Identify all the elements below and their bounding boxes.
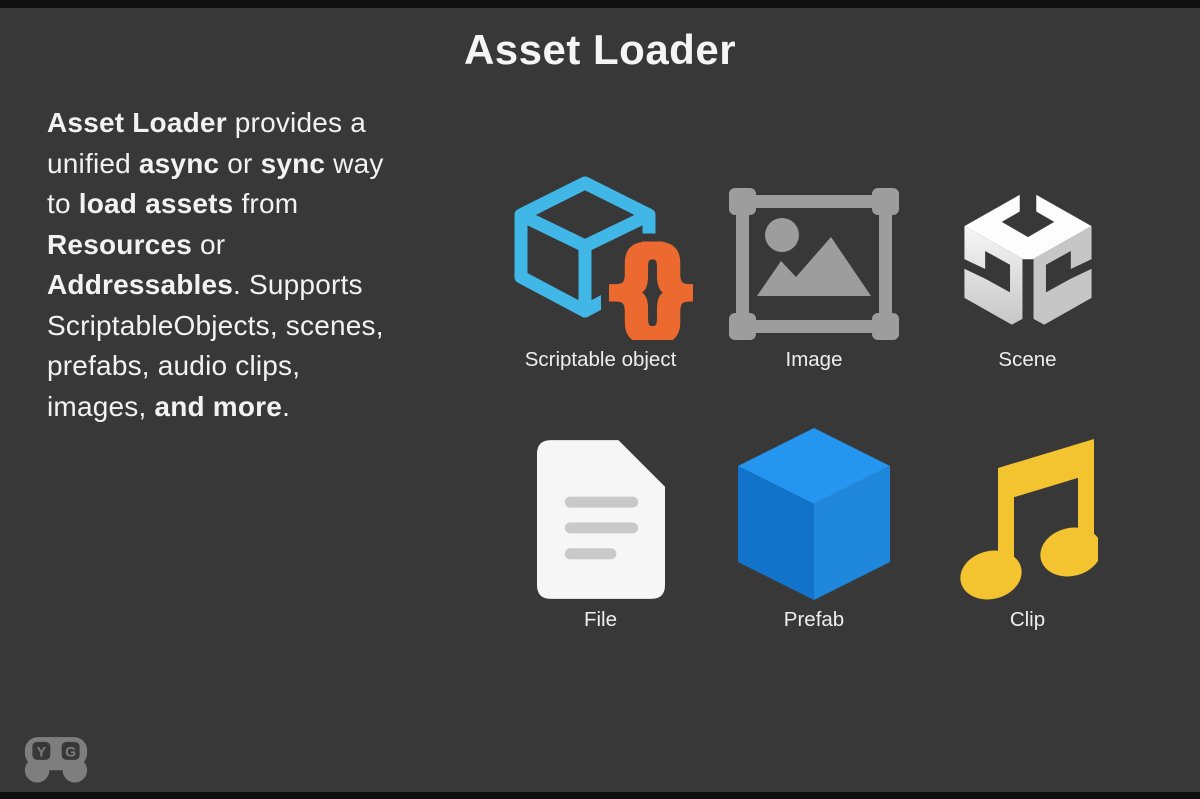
asset-label: File (583, 608, 618, 631)
asset-cell-scene: Scene (921, 168, 1134, 374)
icon-box (708, 424, 921, 600)
unity-scene-icon (961, 184, 1094, 338)
logo-letter-g: G (65, 745, 76, 761)
asset-cell-prefab: Prefab (708, 424, 921, 634)
asset-label: Scriptable object (524, 348, 677, 371)
svg-text:}: } (631, 227, 692, 340)
svg-text:{: { (598, 227, 672, 340)
file-icon (536, 440, 666, 599)
icon-box: { } { } (494, 168, 707, 340)
asset-type-grid: { } { } Scriptable object (494, 168, 1134, 634)
icon-box (708, 168, 921, 340)
svg-text:}: } (631, 227, 692, 340)
asset-cell-clip: Clip (921, 424, 1134, 634)
prefab-cube-icon (738, 428, 890, 600)
asset-row-1: { } { } Scriptable object (494, 168, 1134, 374)
icon-box (494, 424, 707, 600)
icon-box (921, 168, 1134, 340)
gamepad-icon: Y G (24, 737, 88, 783)
asset-label: Prefab (783, 608, 845, 631)
image-icon (729, 188, 899, 340)
scriptable-object-icon: { } { } (514, 176, 693, 340)
asset-cell-file: File (494, 424, 707, 634)
icon-box (921, 424, 1134, 600)
audio-clip-icon (959, 439, 1098, 600)
asset-label: Clip (1009, 608, 1046, 631)
description-paragraph: Asset Loader provides a unified async or… (47, 107, 392, 422)
asset-row-2: File Prefab (494, 424, 1134, 634)
slide-background: Asset Loader Asset Loader provides a uni… (0, 8, 1200, 792)
page-title: Asset Loader (463, 26, 737, 73)
logo-letter-y: Y (37, 745, 47, 761)
asset-cell-scriptable-object: { } { } Scriptable object (494, 168, 707, 374)
asset-label: Image (785, 348, 843, 371)
asset-label: Scene (998, 348, 1057, 371)
asset-cell-image: Image (708, 168, 921, 374)
svg-text:{: { (598, 227, 672, 340)
yg-gamepad-logo: Y G (22, 729, 90, 790)
